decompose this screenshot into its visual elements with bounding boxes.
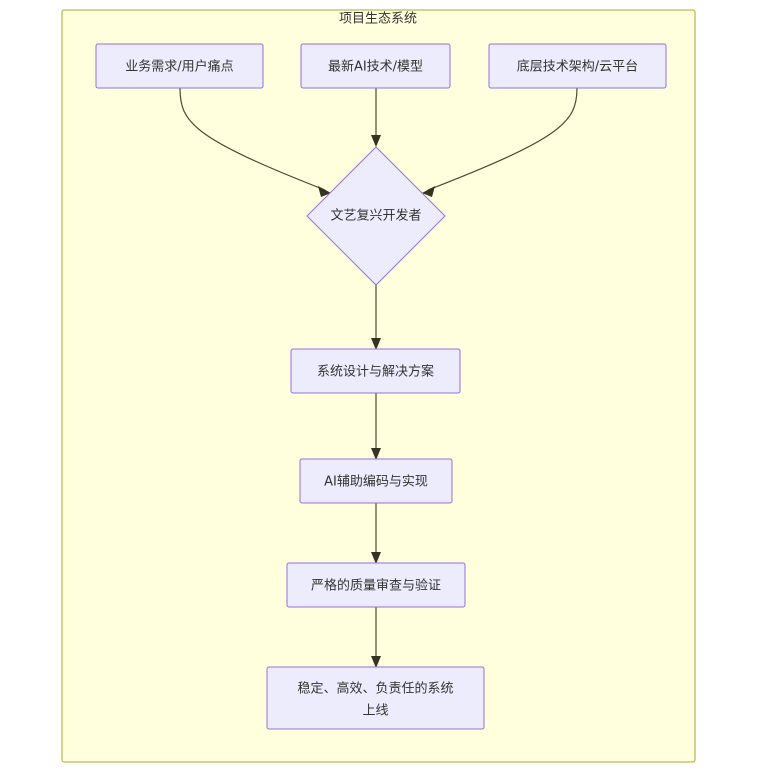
node-infrastructure-cloud[interactable]: 底层技术架构/云平台: [488, 43, 667, 89]
node-system-design[interactable]: 系统设计与解决方案: [290, 348, 461, 394]
node-infrastructure-cloud-box[interactable]: [488, 43, 667, 89]
node-business-requirements-label: 业务需求/用户痛点: [125, 59, 233, 75]
cluster-title: 项目生态系统: [339, 12, 417, 27]
edge-n3-n4-arrowhead: [422, 186, 435, 197]
node-system-launch-label-line2: 上线: [362, 704, 388, 719]
node-ai-assisted-coding[interactable]: AI辅助编码与实现: [299, 458, 453, 504]
node-system-launch-box[interactable]: [266, 666, 485, 730]
edge-n3-n4: [427, 87, 578, 191]
edge-n4-n5-arrowhead: [371, 338, 381, 350]
edge-n1-n4-arrowhead: [318, 186, 331, 197]
node-ai-assisted-coding-label: AI辅助编码与实现: [324, 475, 428, 490]
node-quality-review-box[interactable]: [286, 562, 466, 608]
edge-n6-n7-arrowhead: [371, 552, 381, 564]
edge-n7-n8-arrowhead: [371, 656, 381, 668]
edge-group: [179, 87, 578, 668]
node-latest-ai-tech-box[interactable]: [300, 43, 451, 89]
edge-n2-n4-arrowhead: [371, 135, 381, 147]
edge-n5-n6-arrowhead: [371, 448, 381, 460]
node-business-requirements[interactable]: 业务需求/用户痛点: [95, 43, 264, 89]
node-renaissance-developer-diamond[interactable]: [306, 146, 446, 286]
node-system-design-box[interactable]: [290, 348, 461, 394]
node-business-requirements-box[interactable]: [95, 43, 264, 89]
node-quality-review[interactable]: 严格的质量审查与验证: [286, 562, 466, 608]
node-renaissance-developer-label: 文艺复兴开发者: [330, 208, 421, 224]
node-ai-assisted-coding-box[interactable]: [299, 458, 453, 504]
node-system-launch-label-line1: 稳定、高效、负责任的系统: [297, 681, 453, 697]
node-system-launch[interactable]: 稳定、高效、负责任的系统 上线: [266, 666, 485, 730]
edge-n1-n4: [179, 87, 326, 191]
node-system-design-label: 系统设计与解决方案: [317, 364, 434, 380]
node-quality-review-label: 严格的质量审查与验证: [311, 578, 441, 594]
node-renaissance-developer[interactable]: 文艺复兴开发者: [306, 146, 446, 286]
node-infrastructure-cloud-label: 底层技术架构/云平台: [517, 59, 638, 75]
node-latest-ai-tech[interactable]: 最新AI技术/模型: [300, 43, 451, 89]
node-latest-ai-tech-label: 最新AI技术/模型: [328, 59, 423, 75]
